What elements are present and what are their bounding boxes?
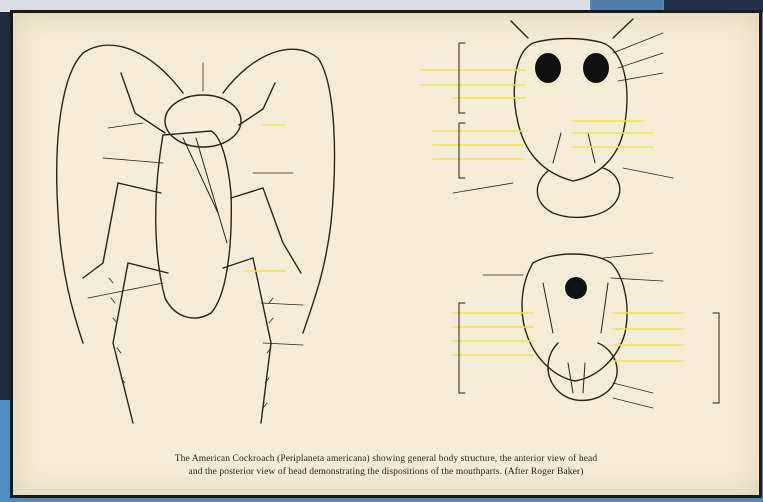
figure-caption: The American Cockroach (Periplaneta amer… <box>27 453 745 479</box>
cockroach-body-figure <box>57 45 335 423</box>
posterior-head-figure <box>522 254 627 400</box>
diagram-card: The American Cockroach (Periplaneta amer… <box>10 10 762 498</box>
cockroach-illustration <box>13 13 759 495</box>
caption-line: and the posterior view of head demonstra… <box>27 466 745 479</box>
anterior-head-figure <box>511 19 633 217</box>
caption-line: The American Cockroach (Periplaneta amer… <box>27 453 745 466</box>
